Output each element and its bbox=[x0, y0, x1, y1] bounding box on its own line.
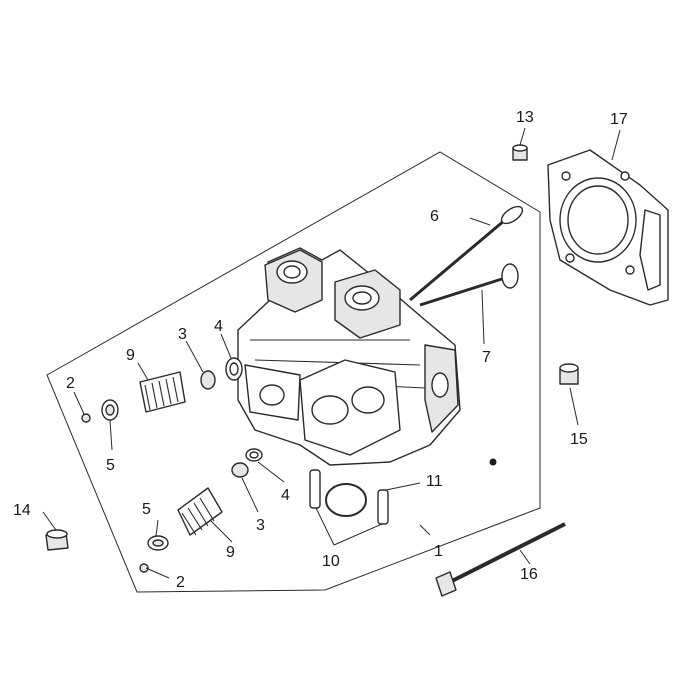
callout-4-upper: 4 bbox=[214, 318, 223, 335]
lower-valve-train bbox=[139, 448, 263, 573]
callout-7: 7 bbox=[482, 349, 491, 366]
cylinder-head bbox=[237, 247, 461, 466]
upper-valve-train bbox=[81, 357, 243, 423]
callout-14: 14 bbox=[13, 502, 31, 519]
callout-16: 16 bbox=[520, 566, 538, 583]
cap-15 bbox=[559, 363, 579, 385]
assembly-frame bbox=[46, 151, 541, 593]
exhaust-valve bbox=[419, 263, 519, 307]
callout-15: 15 bbox=[570, 431, 588, 448]
callout-17: 17 bbox=[610, 111, 628, 128]
callout-1: 1 bbox=[434, 543, 443, 560]
callout-13: 13 bbox=[516, 109, 534, 126]
callout-11: 11 bbox=[426, 473, 443, 490]
dowel-pins bbox=[309, 469, 389, 525]
head-gasket bbox=[547, 149, 669, 306]
callout-9-lower: 9 bbox=[226, 544, 235, 561]
leader-lines bbox=[42, 127, 621, 579]
callout-2-lower: 2 bbox=[176, 574, 185, 591]
callout-3-upper: 3 bbox=[178, 326, 187, 343]
callout-6: 6 bbox=[430, 208, 439, 225]
reference-dot bbox=[489, 458, 497, 466]
plug-14 bbox=[45, 529, 69, 551]
head-bolt bbox=[435, 522, 566, 597]
callout-5-lower: 5 bbox=[142, 501, 151, 518]
o-ring-seal bbox=[325, 483, 367, 517]
callout-9-upper: 9 bbox=[126, 347, 135, 364]
callout-3-lower: 3 bbox=[256, 517, 265, 534]
intake-valve bbox=[409, 205, 524, 302]
callout-4-lower: 4 bbox=[281, 487, 290, 504]
callout-10: 10 bbox=[322, 553, 340, 570]
callout-2-upper: 2 bbox=[66, 375, 75, 392]
callout-5-upper: 5 bbox=[106, 457, 115, 474]
cap-13 bbox=[512, 144, 528, 161]
